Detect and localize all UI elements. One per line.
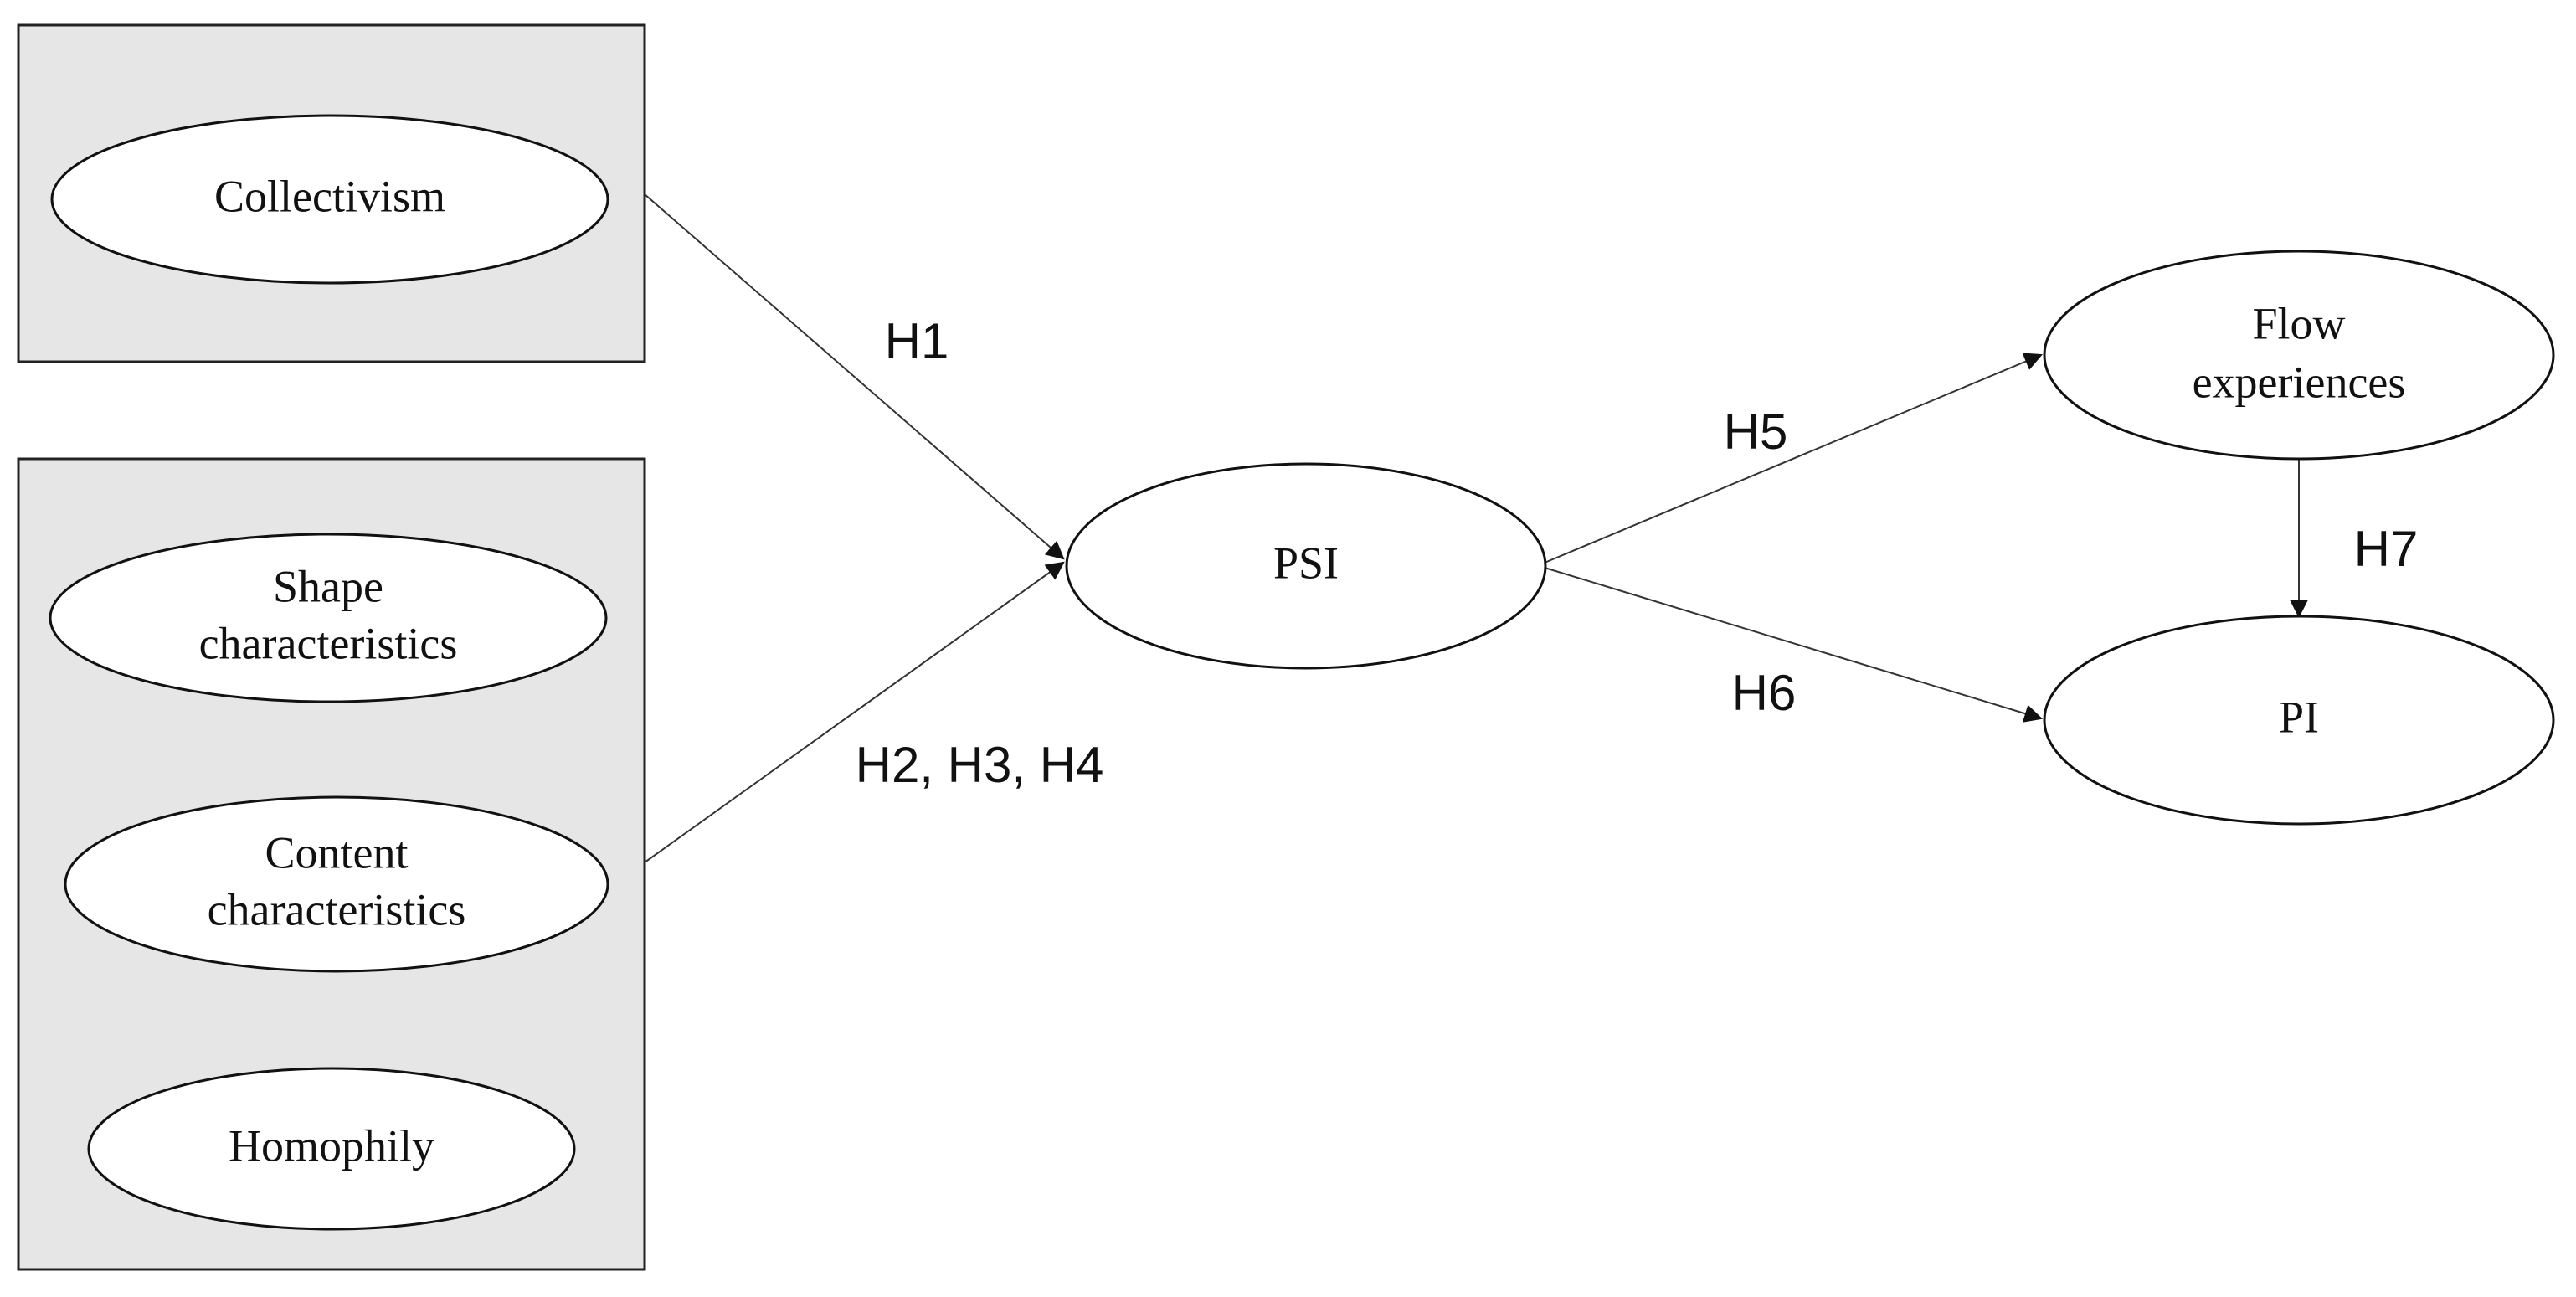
edge-label-h2-h3-h4: H2, H3, H4 xyxy=(856,737,1104,793)
node-homophily: Homophily xyxy=(87,1067,576,1231)
edge-h1 xyxy=(644,193,1065,560)
node-pi: PI xyxy=(2043,615,2555,826)
node-homophily-label: Homophily xyxy=(229,1120,434,1171)
node-shape-label-line2: characteristics xyxy=(199,618,458,668)
node-content-label-line1: Content xyxy=(265,827,409,878)
node-flow-experiences: Flow experiences xyxy=(2043,250,2555,461)
edge-label-h1: H1 xyxy=(885,313,949,369)
node-content-characteristics: Content characteristics xyxy=(64,795,609,973)
node-flow-label-line1: Flow xyxy=(2252,298,2345,348)
edge-label-h5: H5 xyxy=(1724,404,1788,460)
node-psi: PSI xyxy=(1065,462,1547,670)
edge-label-h6: H6 xyxy=(1732,665,1797,721)
node-psi-label: PSI xyxy=(1273,538,1339,588)
node-collectivism-label: Collectivism xyxy=(214,171,445,221)
edge-h6 xyxy=(1544,567,2044,723)
edge-label-h7: H7 xyxy=(2354,521,2419,577)
edge-h5 xyxy=(1544,353,2044,564)
node-flow-label-line2: experiences xyxy=(2193,357,2406,407)
edge-h2-h3-h4 xyxy=(644,561,1065,863)
node-shape-characteristics: Shape characteristics xyxy=(49,533,608,703)
node-pi-label: PI xyxy=(2279,692,2319,742)
node-shape-label-line1: Shape xyxy=(273,561,383,611)
node-collectivism: Collectivism xyxy=(50,114,609,285)
node-content-label-line2: characteristics xyxy=(208,884,466,934)
